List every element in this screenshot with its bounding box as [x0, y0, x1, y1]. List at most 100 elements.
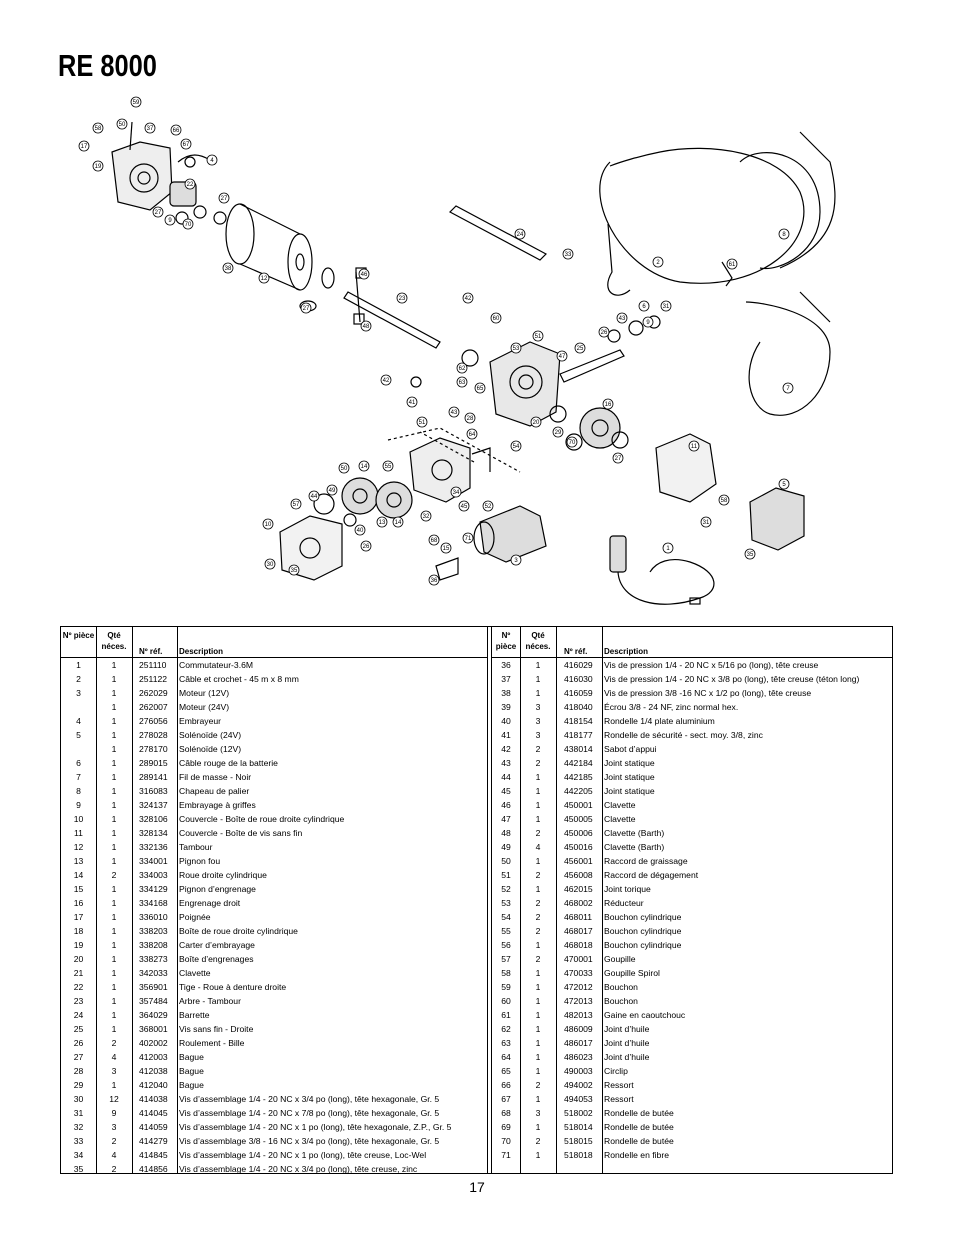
ref-cell: 482013	[564, 1010, 593, 1020]
ref-cell: 472012	[564, 982, 593, 992]
ref-cell: 518018	[564, 1150, 593, 1160]
description-cell: Joint d’huile	[604, 1038, 650, 1048]
part-no-cell: 1	[76, 660, 81, 670]
qty-cell: 1	[111, 954, 117, 964]
qty-cell: 1	[111, 716, 117, 726]
qty-cell: 1	[535, 1066, 541, 1076]
description-cell: Joint d’huile	[604, 1024, 650, 1034]
part-no-cell: 12	[73, 842, 84, 852]
description-cell: Bague	[179, 1066, 204, 1076]
svg-text:64: 64	[469, 432, 476, 438]
ref-cell: 442205	[564, 786, 593, 796]
svg-text:50: 50	[341, 466, 348, 472]
ref-cell: 324137	[139, 800, 168, 810]
description-cell: Chapeau de palier	[179, 786, 250, 796]
ref-cell: 494053	[564, 1094, 593, 1104]
qty-cell: 1	[535, 940, 541, 950]
description-cell: Goupille Spirol	[604, 968, 660, 978]
qty-cell: 1	[111, 772, 117, 782]
table-header: Nº pièce Qté néces. Nº réf. Description	[61, 627, 488, 658]
qty-cell: 1	[111, 674, 117, 684]
qty-cell: 3	[535, 716, 541, 726]
ref-cell: 490003	[564, 1066, 593, 1076]
part-no-cell: 22	[73, 982, 84, 992]
ref-cell: 368001	[139, 1024, 168, 1034]
header-qty: Qté néces.	[101, 631, 127, 651]
svg-text:14: 14	[395, 520, 402, 526]
part-no-cell: 43	[501, 758, 511, 768]
description-cell: Bouchon	[604, 982, 638, 992]
svg-text:43: 43	[619, 316, 626, 322]
svg-text:6: 6	[642, 304, 646, 310]
description-cell: Bouchon	[604, 996, 638, 1006]
qty-cell: 1	[535, 996, 541, 1006]
svg-text:9: 9	[168, 218, 172, 224]
svg-text:30: 30	[267, 562, 274, 568]
part-no-cell: 65	[501, 1066, 511, 1076]
part-no-cell: 34	[73, 1150, 84, 1160]
qty-cell: 1	[111, 660, 117, 670]
description-cell: Raccord de graissage	[604, 856, 688, 866]
column-separator	[487, 627, 492, 1173]
svg-text:66: 66	[173, 128, 180, 134]
ref-cell: 416030	[564, 674, 593, 684]
qty-cell: 2	[535, 1080, 541, 1090]
qty-cell: 1	[535, 856, 541, 866]
description-cell: Solénoïde (24V)	[179, 730, 242, 740]
description-cell: Fil de masse - Noir	[179, 772, 252, 782]
ref-cell: 334003	[139, 870, 168, 880]
part-no-cell: 46	[501, 800, 511, 810]
svg-text:45: 45	[461, 504, 468, 510]
ref-cell: 418040	[564, 702, 593, 712]
description-cell: Joint d’huile	[604, 1052, 650, 1062]
ref-cell: 438014	[564, 744, 593, 754]
part-no-cell: 23	[73, 996, 84, 1006]
svg-text:23: 23	[399, 296, 406, 302]
qty-cell: 2	[535, 898, 541, 908]
description-cell: Commutateur-3.6M	[179, 660, 254, 670]
qty-cell: 1	[535, 1010, 541, 1020]
description-cell: Câble et crochet - 45 m x 8 mm	[179, 674, 299, 684]
qty-cell: 1	[111, 940, 117, 950]
ref-cell: 470001	[564, 954, 593, 964]
parts-table-left: Nº pièce Qté néces. Nº réf. Description …	[61, 627, 488, 1176]
svg-text:71: 71	[465, 536, 472, 542]
part-no-cell: 60	[501, 996, 511, 1006]
qty-cell: 1	[535, 1094, 541, 1104]
description-cell: Tambour	[179, 842, 213, 852]
part-no-cell: 59	[501, 982, 511, 992]
description-cell: Boîte d’engrenages	[179, 954, 254, 964]
description-cell: Engrenage droit	[179, 898, 241, 908]
part-no-cell: 35	[73, 1164, 84, 1174]
header-ref: Nº réf.	[564, 647, 588, 656]
description-cell: Vis d’assemblage 1/4 - 20 NC x 3/4 po (l…	[179, 1164, 418, 1174]
part-no-cell: 51	[501, 870, 511, 880]
svg-text:35: 35	[747, 552, 754, 558]
ref-cell: 518002	[564, 1108, 593, 1118]
part-no-cell: 26	[73, 1038, 84, 1048]
description-cell: Joint torique	[604, 884, 651, 894]
description-cell: Vis de pression 1/4 - 20 NC x 3/8 po (lo…	[604, 674, 860, 684]
svg-text:16: 16	[605, 402, 612, 408]
